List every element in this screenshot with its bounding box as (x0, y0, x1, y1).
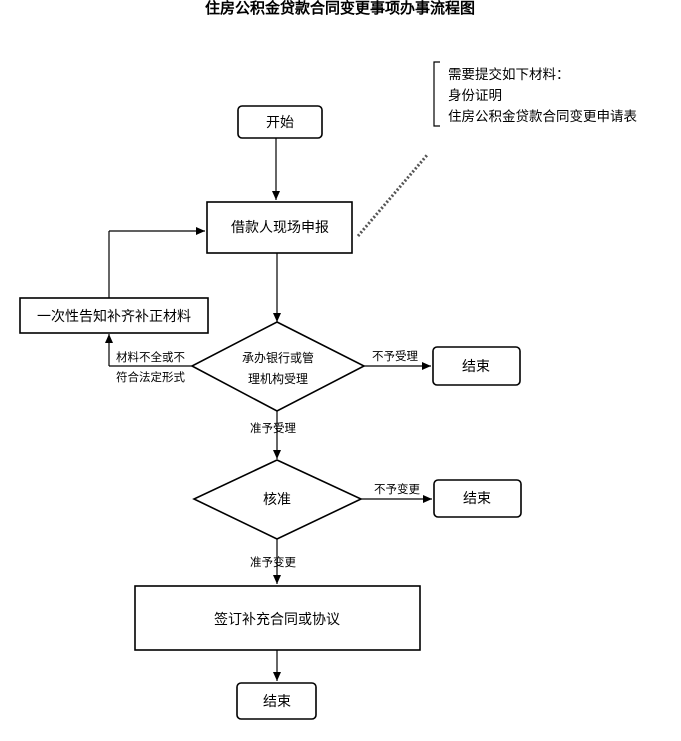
edge-label-reject-change: 不予变更 (374, 482, 420, 496)
edge-label-reject-accept: 不予受理 (372, 349, 418, 363)
sign-label: 签订补充合同或协议 (214, 611, 340, 628)
end-node-1 (432, 346, 521, 386)
note-heading: 需要提交如下材料： (448, 66, 570, 83)
diagram-title: 住房公积金贷款合同变更事项办事流程图 (205, 0, 475, 17)
end-label-1: 结束 (462, 359, 490, 375)
note-connector (356, 153, 430, 237)
supplement-node (19, 297, 209, 334)
end-label-3: 结束 (263, 694, 291, 710)
edge-label-approved: 准予变更 (250, 555, 296, 569)
accept-decision (190, 321, 366, 412)
apply-node (206, 201, 353, 254)
edge-label-accepted: 准予受理 (250, 421, 296, 435)
note-item-id: 身份证明 (448, 88, 502, 104)
apply-label: 借款人现场申报 (231, 220, 329, 236)
accept-label-line2: 理机构受理 (248, 371, 308, 386)
materials-note: 需要提交如下材料： 身份证明 住房公积金贷款合同变更申请表 (356, 61, 637, 237)
note-bracket (433, 61, 440, 127)
note-item-form: 住房公积金贷款合同变更申请表 (448, 109, 637, 125)
sign-node (134, 585, 421, 651)
end-node-2 (433, 479, 522, 518)
end-label-2: 结束 (463, 491, 491, 507)
accept-label-line1: 承办银行或管 (242, 350, 314, 365)
start-label: 开始 (266, 115, 294, 131)
start-node (237, 105, 323, 139)
approve-label: 核准 (263, 492, 291, 508)
supplement-label: 一次性告知补齐补正材料 (37, 308, 191, 325)
edge-label-incomplete-2: 符合法定形式 (116, 370, 185, 384)
end-node-3 (236, 682, 317, 720)
edge-label-incomplete-1: 材料不全或不 (116, 350, 185, 364)
